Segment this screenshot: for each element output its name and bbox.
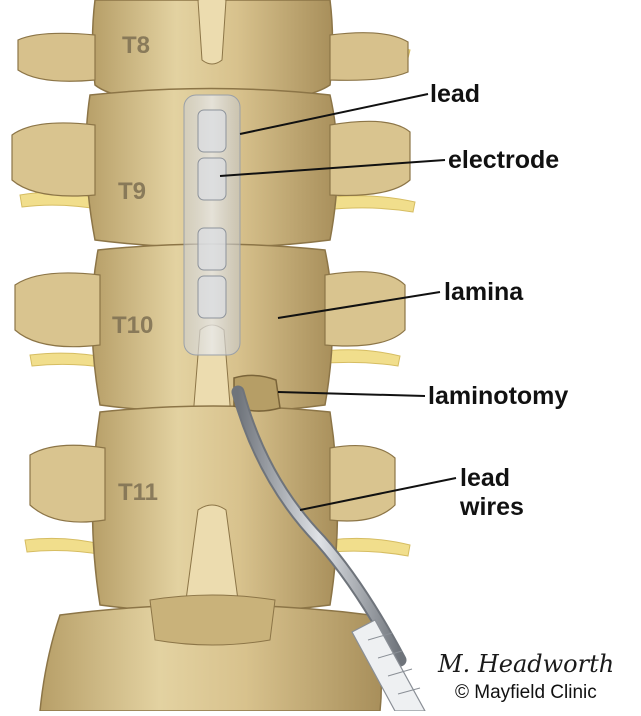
artist-signature: M. Headworth xyxy=(438,650,614,678)
label-electrode: electrode xyxy=(448,146,559,175)
label-lead-wires-line2: wires xyxy=(460,493,524,522)
vertebra-lower xyxy=(40,595,381,711)
copyright-notice: © Mayfield Clinic xyxy=(455,682,597,704)
label-lead: lead xyxy=(430,80,480,109)
label-lead-wires: lead wires xyxy=(460,464,524,522)
label-lead-wires-line1: lead xyxy=(460,464,524,493)
vertebra-label-t10: T10 xyxy=(112,312,153,340)
vertebra-label-t9: T9 xyxy=(118,178,146,206)
vertebra-label-t11: T11 xyxy=(118,479,158,507)
label-lamina: lamina xyxy=(444,278,523,307)
paddle-lead xyxy=(184,95,240,355)
vertebra-t11 xyxy=(30,406,395,613)
label-laminotomy: laminotomy xyxy=(428,382,568,411)
vertebra-t8 xyxy=(18,0,408,101)
vertebra-label-t8: T8 xyxy=(122,32,150,60)
